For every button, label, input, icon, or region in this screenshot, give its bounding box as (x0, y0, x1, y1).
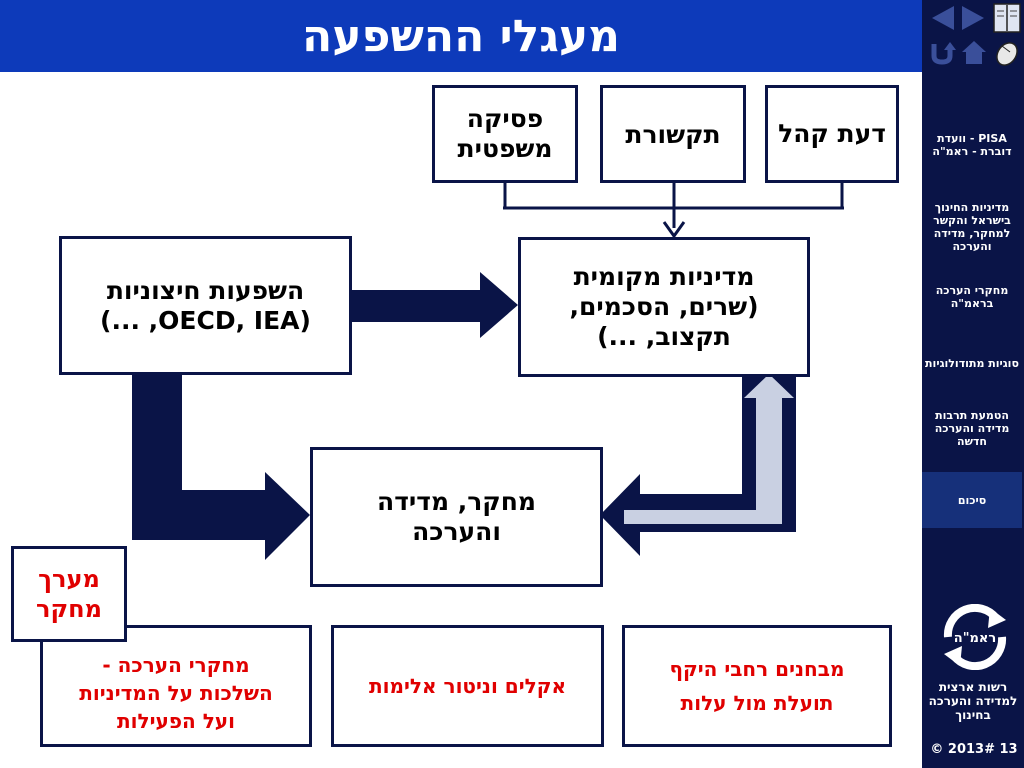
diagram-arrows (132, 183, 844, 560)
box-media-label: תקשורת (625, 119, 721, 149)
box-research-array: מערך מחקר (11, 546, 127, 642)
box-public-opinion-label: דעת קהל (778, 119, 886, 148)
side-panel (922, 0, 1024, 768)
logo-text: ראמ"ה (954, 631, 996, 646)
box-public-opinion: דעת קהל (765, 85, 899, 183)
research-array-line2: מחקר (36, 595, 102, 623)
arrow-research-to-policy (624, 374, 794, 524)
connector-arrowhead (662, 221, 686, 239)
arrow-external-to-policy (350, 272, 518, 338)
box-external-influences: השפעות חיצוניות (OECD, IEA, ...) (59, 236, 352, 375)
house-icon[interactable] (960, 38, 988, 66)
sidebar-item-education-policy[interactable]: מדיניות החינוך בישראל והקשר למחקר, מדידה… (933, 201, 1011, 253)
policy-line3: תקצוב, ...) (597, 322, 731, 351)
box-climate-violence: אקלים וניטור אלימות (331, 625, 604, 747)
page-number: © 2013# 13 (930, 742, 1018, 757)
triangle-left-icon[interactable] (928, 4, 956, 32)
tests-line2: תועלת מול עלות (680, 691, 834, 715)
book-icon[interactable] (992, 2, 1022, 34)
research-array-line1: מערך (38, 565, 100, 593)
box-legal-ruling-label: פסיקה משפטית (457, 104, 553, 163)
external-line2: (OECD, IEA, ...) (100, 305, 311, 335)
box-large-scale-tests: מבחנים רחבי היקף תועלת מול עלות (622, 625, 892, 747)
evaluation-line1: מחקרי הערכה - (102, 653, 250, 677)
research-line2: והערכה (412, 517, 501, 546)
nav-toolbar (922, 0, 1024, 72)
sidebar-item-summary[interactable]: סיכום (922, 472, 1022, 528)
page-title: מעגלי ההשפעה (0, 0, 922, 72)
climate-label: אקלים וניטור אלימות (369, 674, 566, 698)
box-media: תקשורת (600, 85, 746, 183)
box-research: מחקר, מדידה והערכה (310, 447, 603, 587)
return-arrow-icon[interactable] (928, 38, 956, 66)
policy-line1: מדיניות מקומית (573, 262, 755, 291)
sidebar-item-culture[interactable]: הטמעת תרבות מדידה והערכה חדשה (934, 408, 1010, 448)
tests-line1: מבחנים רחבי היקף (669, 657, 845, 681)
sidebar-item-evaluation-research[interactable]: מחקרי הערכה בראמ"ה (935, 284, 1009, 310)
rama-logo: ראמ"ה (936, 603, 1014, 671)
evaluation-line2: השלכות על המדיניות (79, 681, 273, 705)
evaluation-line3: ועל הפעילות (117, 709, 235, 733)
arrow-external-to-research (132, 374, 310, 560)
box-local-policy: מדיניות מקומית (שרים, הסכמים, תקצוב, ...… (518, 237, 810, 377)
box-evaluation-studies: מחקרי הערכה - השלכות על המדיניות ועל הפע… (40, 625, 312, 747)
external-line1: השפעות חיצוניות (106, 275, 305, 305)
policy-line2: (שרים, הסכמים, (569, 292, 759, 321)
sidebar-item-methodology[interactable]: סוגיות מתודולוגיות (925, 356, 1019, 370)
research-line1: מחקר, מדידה (377, 487, 536, 516)
triangle-right-icon[interactable] (960, 4, 988, 32)
org-name: רשות ארצית למדידה והערכה בחינוך (928, 680, 1018, 722)
box-legal-ruling: פסיקה משפטית (432, 85, 578, 183)
mouse-icon[interactable] (992, 36, 1022, 68)
sidebar-item-pisa[interactable]: PISA - וועדת דוברת - ראמ"ה (932, 132, 1012, 158)
